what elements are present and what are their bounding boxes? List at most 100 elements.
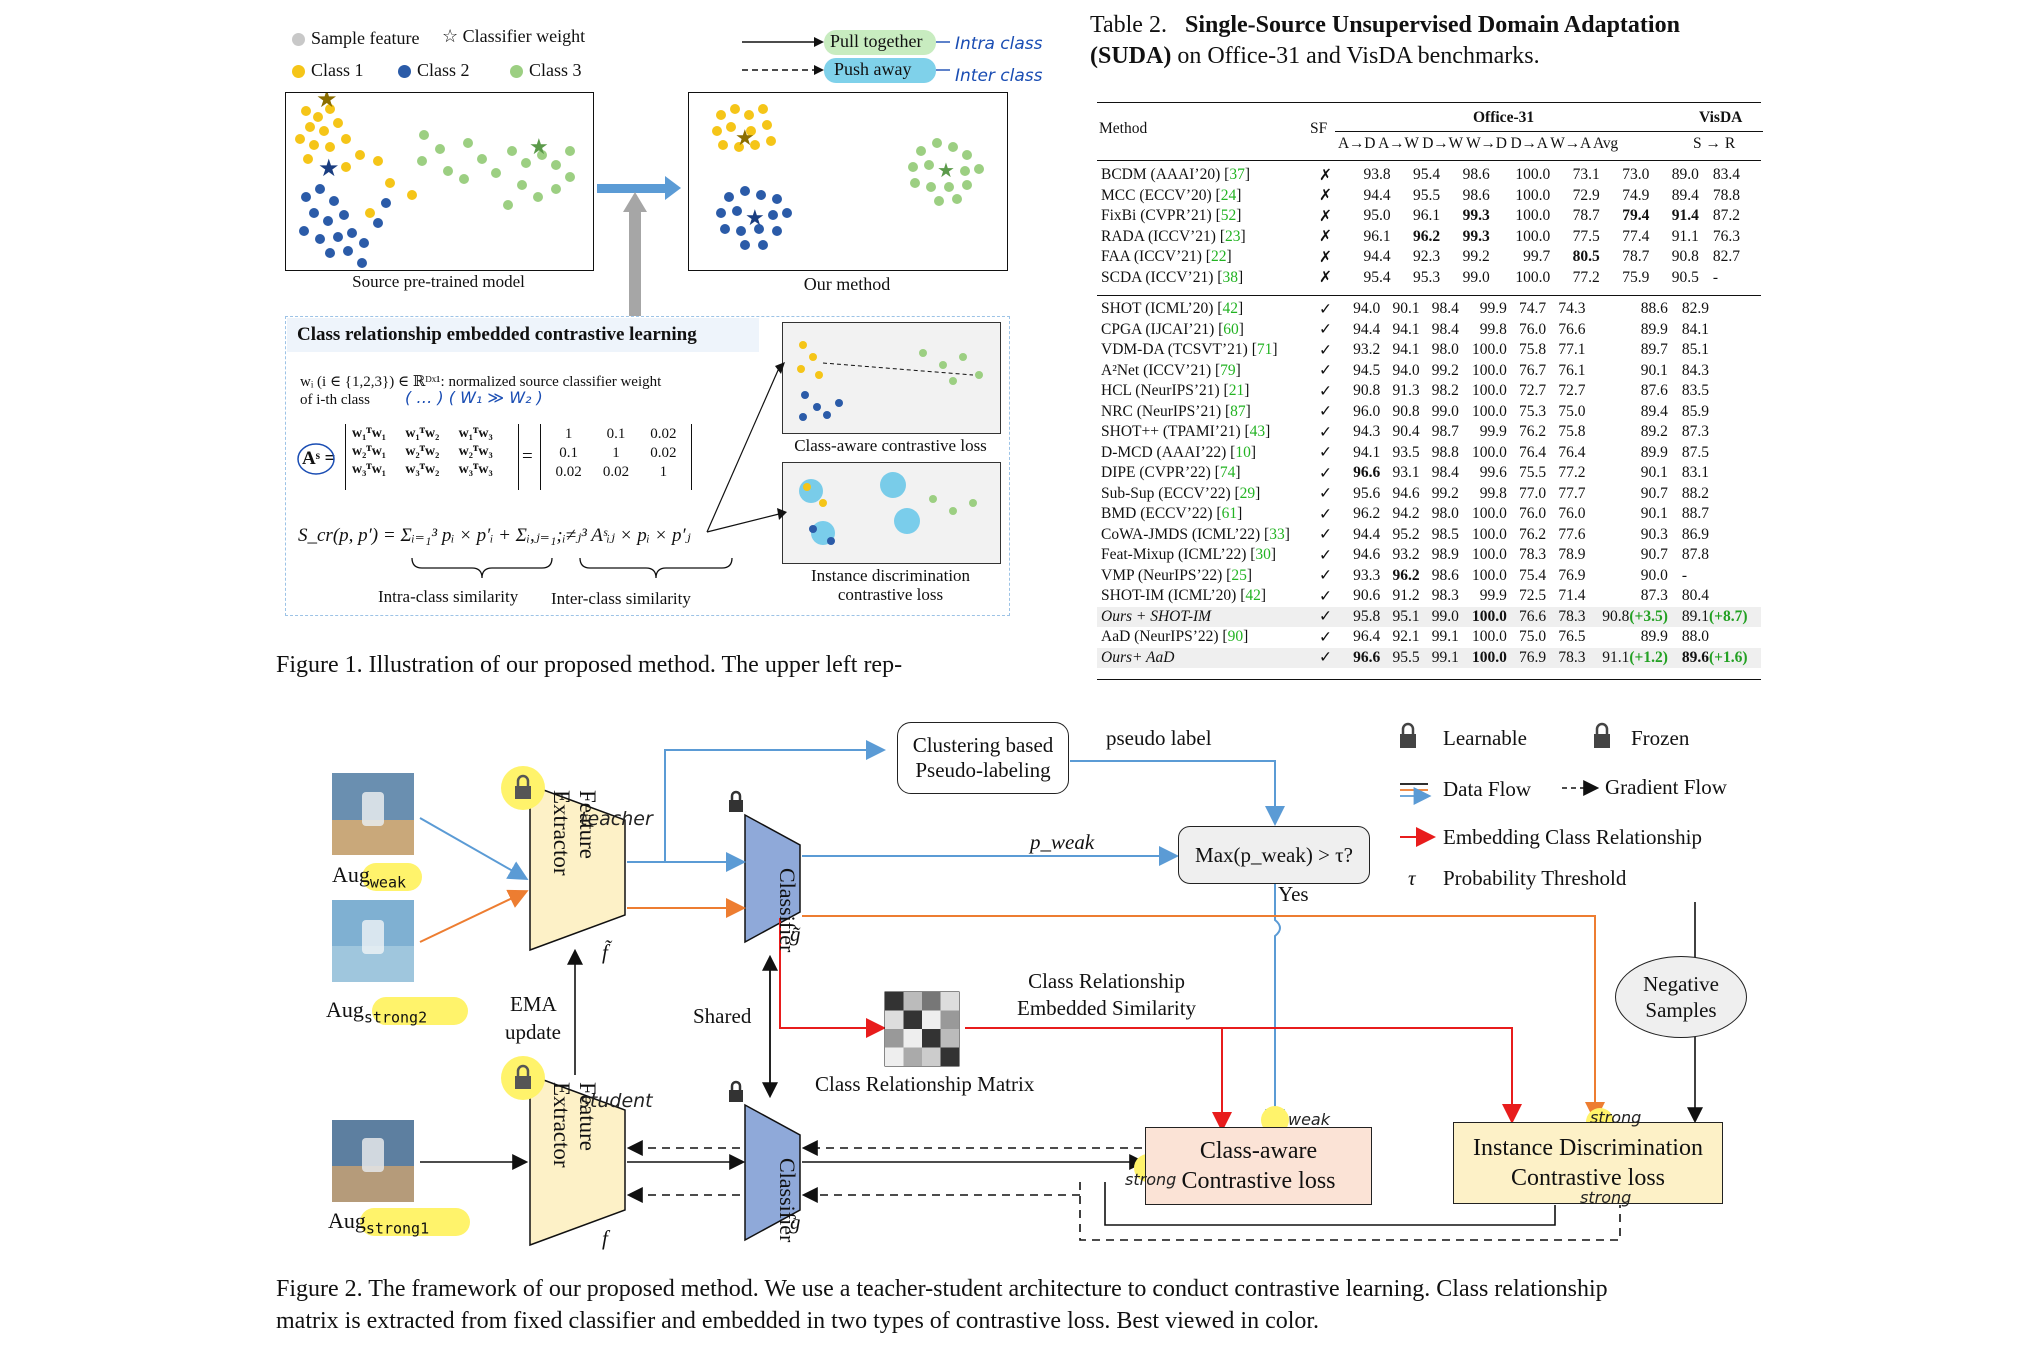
value-cell: 96.1 — [1413, 207, 1441, 225]
citation-link[interactable]: 22 — [1210, 248, 1227, 266]
method-cell: SHOT-IM (ICML’20) [42] — [1101, 587, 1267, 605]
citation-link[interactable]: 10 — [1235, 443, 1251, 461]
update-label: update — [505, 1020, 561, 1044]
sf-cell: ✓ — [1319, 300, 1332, 318]
value-cell: 89.9 — [1640, 628, 1668, 646]
gray-dot-icon — [292, 33, 305, 47]
value-cell: 95.3 — [1413, 268, 1441, 286]
value-cell: 87.6 — [1640, 382, 1668, 400]
value-cell: 93.2 — [1353, 341, 1381, 359]
value-cell: 96.2 — [1353, 505, 1381, 523]
header-visda-col: S → R — [1693, 135, 1736, 152]
sf-cell: ✗ — [1319, 269, 1332, 287]
handwritten-korean-note: ( … ) ( W₁ ≫ W₂ ) — [405, 388, 543, 407]
pull-push-legend — [742, 30, 950, 83]
value-cell: 100.0 — [1471, 402, 1507, 420]
value-cell: 88.6 — [1640, 300, 1668, 318]
value-cell: 100.0 — [1515, 166, 1551, 184]
value-cell: 90.1 — [1640, 464, 1668, 482]
citation-link[interactable]: 42 — [1222, 300, 1238, 318]
value-cell: 96.0 — [1353, 402, 1381, 420]
aug-strong1-label: Augstrong1 — [328, 1208, 430, 1238]
citation-link[interactable]: 42 — [1245, 587, 1261, 605]
citation-link[interactable]: 37 — [1229, 166, 1245, 184]
citation-link[interactable]: 29 — [1239, 484, 1256, 502]
value-cell: 77.2 — [1558, 464, 1586, 482]
citation-link[interactable]: 25 — [1231, 566, 1247, 584]
method-cell: A²Net (ICCV’21) [79] — [1101, 361, 1241, 379]
value-cell: 74.7 — [1519, 300, 1547, 318]
citation-link[interactable]: 21 — [1228, 382, 1245, 400]
value-cell: 76.0 — [1558, 505, 1586, 523]
handwritten-weak: weak — [1288, 1110, 1330, 1129]
citation-link[interactable]: 87 — [1230, 402, 1246, 420]
value-cell: 90.8 — [1392, 402, 1420, 420]
value-cell: 77.1 — [1558, 341, 1586, 359]
legend-classifier-weight: ☆ Classifier weight — [442, 26, 586, 46]
citation-link[interactable]: 79 — [1220, 361, 1236, 379]
transition-arrows — [597, 176, 681, 318]
method-cell: SHOT (ICML’20) [42] — [1101, 300, 1244, 318]
legend-sample-feature: Sample feature — [292, 28, 419, 49]
visda-cell: 89.1(+8.7) — [1671, 606, 1761, 627]
citation-link[interactable]: 71 — [1256, 341, 1273, 359]
value-cell: 90.7 — [1640, 546, 1668, 564]
value-cell: 96.1 — [1363, 227, 1391, 245]
citation-link[interactable]: 30 — [1255, 546, 1271, 564]
class2-weight-star: ★ — [318, 156, 340, 182]
value-cell: 96.6 — [1353, 464, 1381, 482]
citation-link[interactable]: 61 — [1221, 505, 1238, 523]
visda-cell: - — [1681, 566, 1688, 584]
citation-link[interactable]: 33 — [1269, 525, 1285, 543]
legend-class1: Class 1 — [292, 60, 364, 81]
value-cell: 94.4 — [1353, 320, 1381, 338]
green-dot-icon — [510, 65, 523, 79]
sf-cell: ✓ — [1319, 567, 1332, 585]
value-cell: 76.5 — [1558, 628, 1586, 646]
value-cell: 94.0 — [1353, 300, 1381, 318]
aug-weak-image — [332, 773, 414, 855]
class-aware-thumbnail — [782, 322, 1001, 434]
handwritten-inter-class: Inter class — [955, 66, 1043, 86]
citation-link[interactable]: 38 — [1222, 268, 1238, 286]
our-method-panel: ★ ★ ★ — [688, 92, 1008, 271]
visda-cell: 78.8 — [1712, 186, 1740, 204]
class-relationship-matrix-icon — [884, 991, 960, 1067]
value-cell: 100.0 — [1471, 566, 1507, 584]
sf-cell: ✓ — [1319, 464, 1332, 482]
handwritten-strong-top: strong — [1590, 1108, 1642, 1127]
table-group-rule — [1097, 295, 1761, 296]
method-cell: Sub-Sup (ECCV’22) [29] — [1101, 484, 1261, 502]
citation-link[interactable]: 23 — [1225, 227, 1241, 245]
citation-link[interactable]: 43 — [1249, 423, 1266, 441]
visda-cell: 76.3 — [1712, 227, 1740, 245]
instance-discrimination-thumbnail — [782, 462, 1001, 564]
value-cell: 76.6 — [1558, 320, 1586, 338]
citation-link[interactable]: 52 — [1220, 207, 1237, 225]
formula-braces — [411, 557, 733, 579]
citation-link[interactable]: 74 — [1219, 464, 1236, 482]
method-cell: SHOT++ (TPAMI’21) [43] — [1101, 423, 1271, 441]
value-cell: 90.8 — [1671, 248, 1699, 266]
visda-cell: 80.4 — [1681, 587, 1709, 605]
value-cell: 76.2 — [1519, 423, 1547, 441]
citation-link[interactable]: 90 — [1227, 628, 1244, 646]
value-cell: 89.9 — [1640, 443, 1668, 461]
value-cell: 94.1 — [1392, 341, 1420, 359]
citation-link[interactable]: 24 — [1220, 186, 1237, 204]
value-cell: 100.0 — [1515, 268, 1551, 286]
method-cell: D-MCD (AAAI’22) [10] — [1101, 443, 1256, 461]
header-office-cols: A→D A→W D→W W→D D→A W→A Avg — [1338, 135, 1618, 152]
table-header-rule — [1097, 160, 1761, 161]
citation-link[interactable]: 60 — [1223, 320, 1239, 338]
value-cell: 76.9 — [1558, 566, 1586, 584]
visda-cell: 86.9 — [1681, 525, 1709, 543]
value-cell: 99.2 — [1431, 484, 1459, 502]
legend-class2: Class 2 — [398, 60, 470, 81]
